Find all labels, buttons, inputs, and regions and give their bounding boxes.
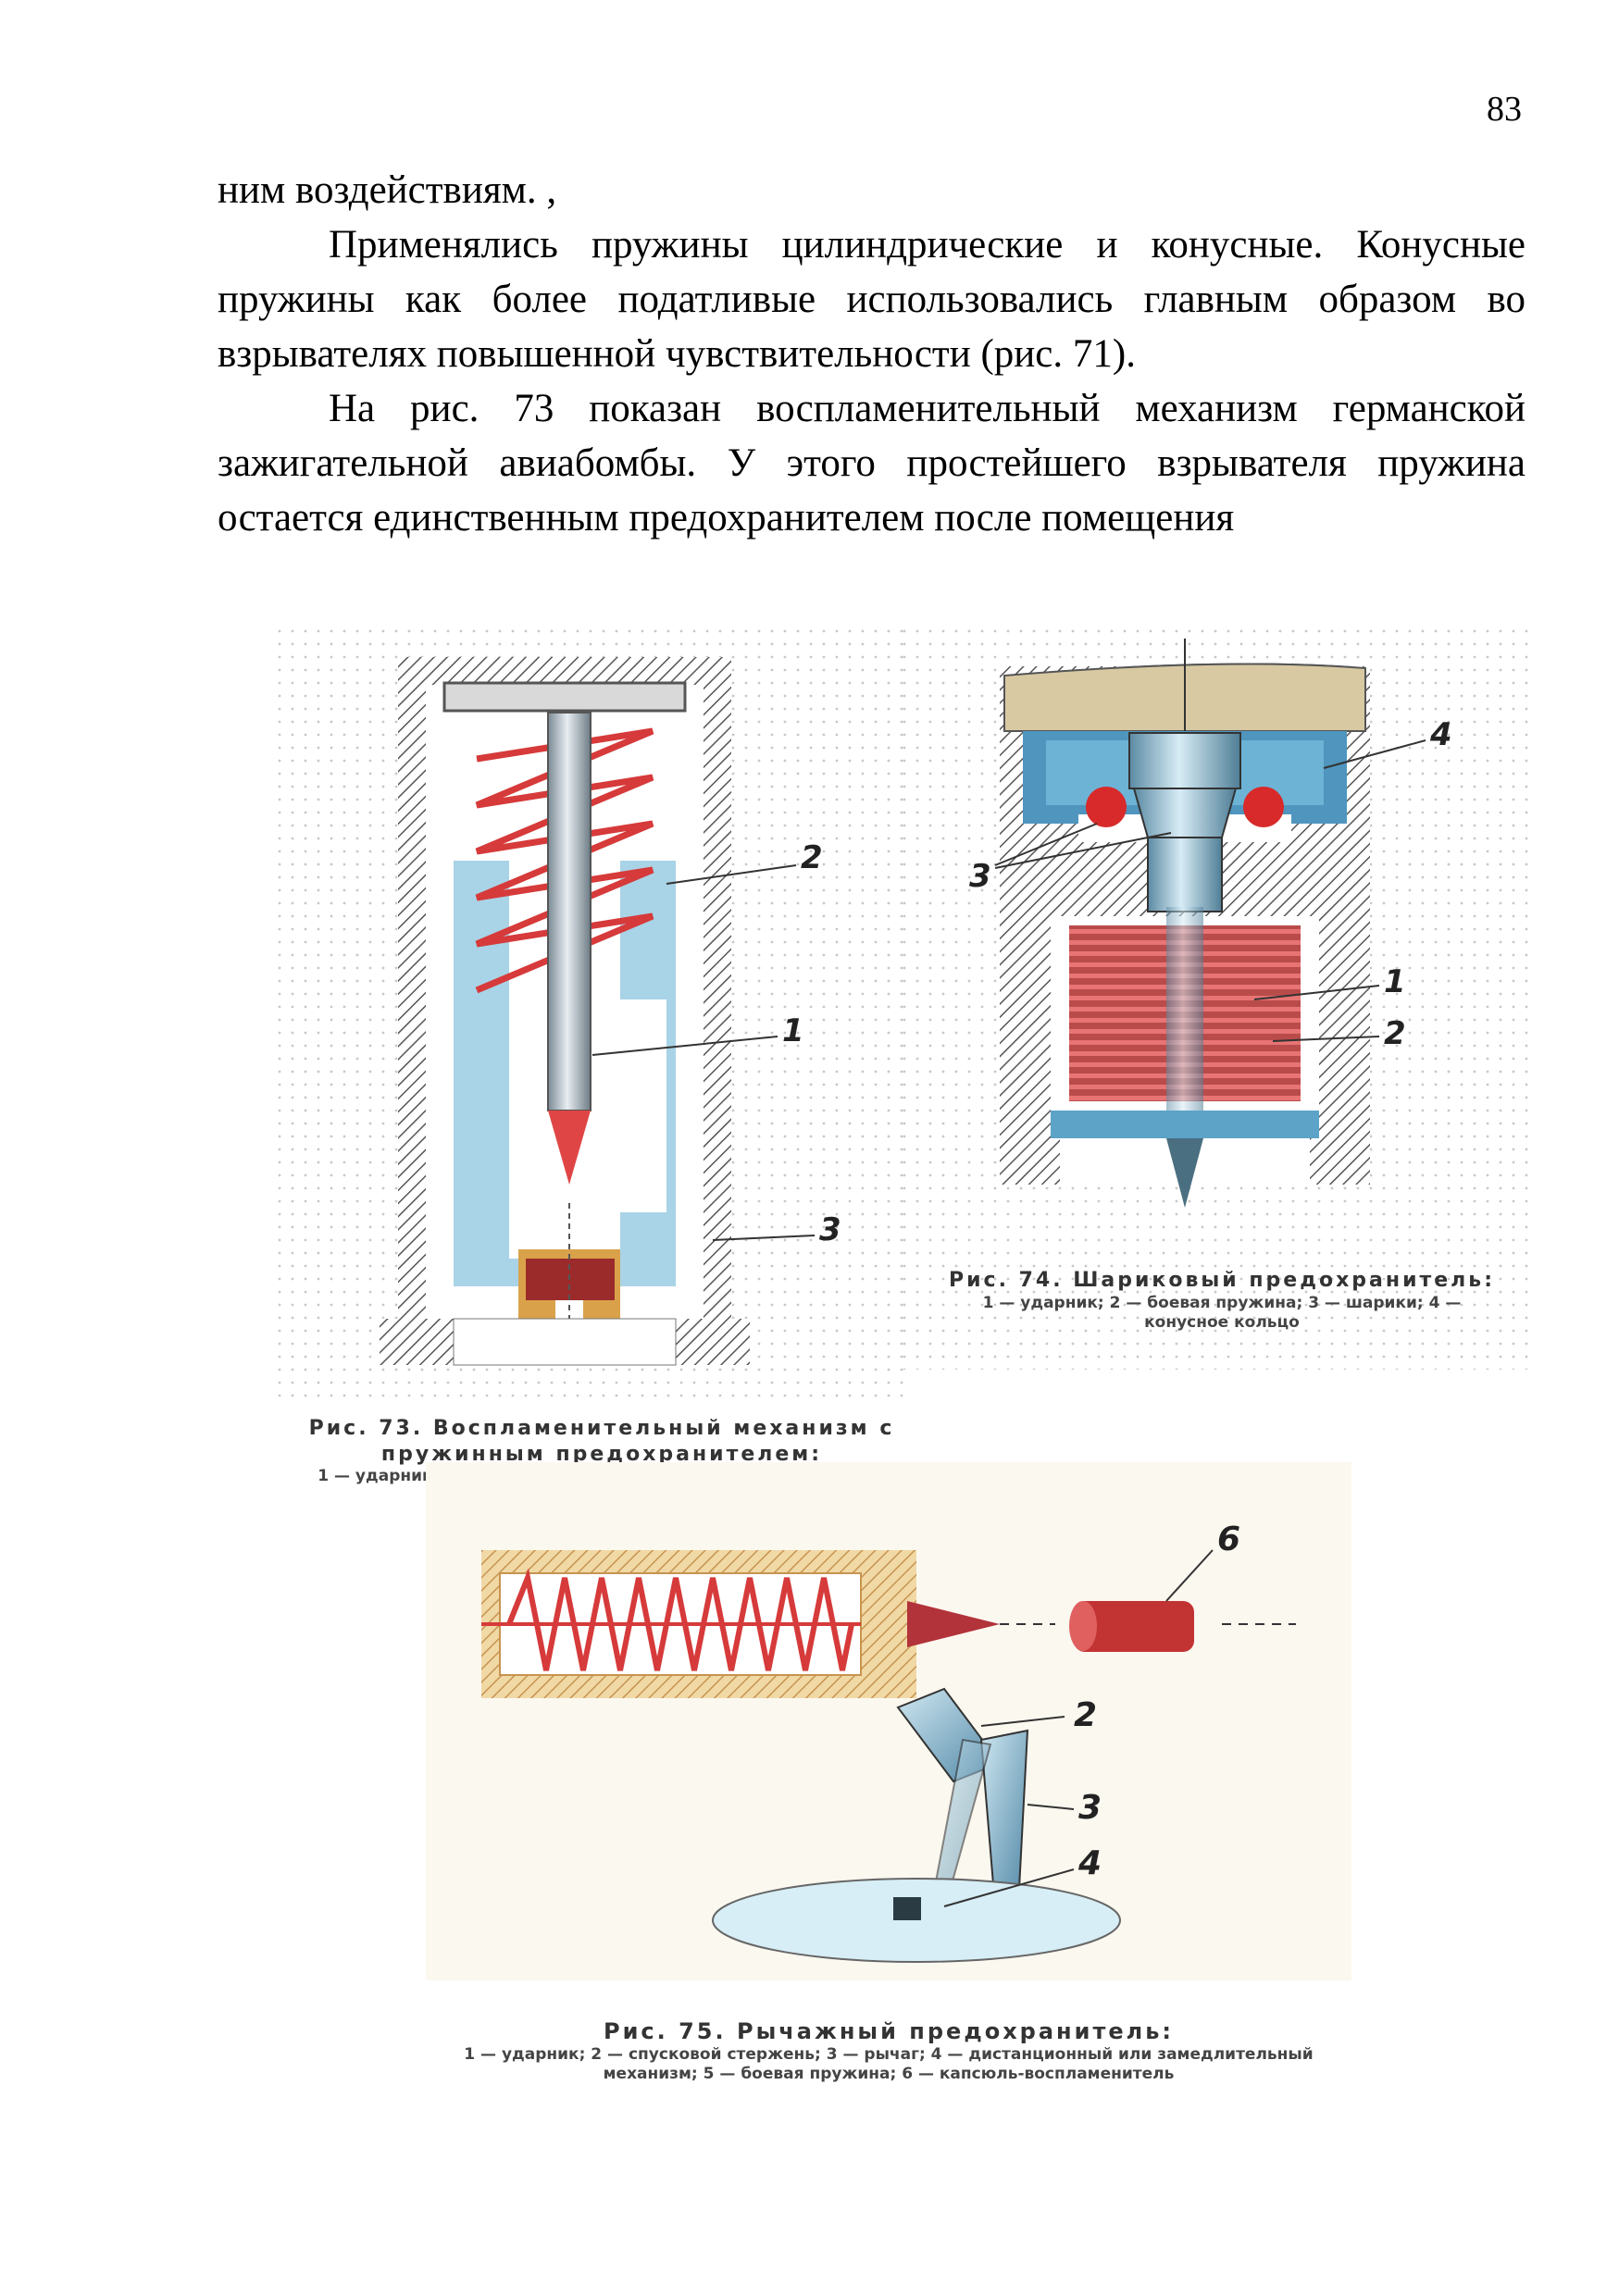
figure-74-drawing: 4 3 1 2 bbox=[903, 629, 1532, 1370]
fig73-label-1: 1 bbox=[782, 1012, 804, 1049]
figure-73-drawing: 2 1 3 bbox=[278, 629, 907, 1407]
figure-75-drawing: 6 2 3 4 bbox=[426, 1462, 1351, 1980]
body-text: ним воздействиям. , Применялись пружины … bbox=[218, 163, 1526, 545]
fig75-caption-legend: 1 — ударник; 2 — спусковой стержень; 3 —… bbox=[464, 2045, 1314, 2084]
fig73-label-2: 2 bbox=[801, 839, 823, 876]
figure-74-caption: Рис. 74. Шариковый предохранитель: 1 — у… bbox=[944, 1268, 1500, 1333]
fig73-caption-title: Рис. 73. Воспламенительный механизм с пр… bbox=[308, 1417, 895, 1466]
fig74-label-4: 4 bbox=[1429, 716, 1452, 753]
fig75-caption-title: Рис. 75. Рычажный предохранитель: bbox=[604, 2018, 1174, 2044]
fig75-label-4: 4 bbox=[1077, 1844, 1102, 1882]
fig75-label-3: 3 bbox=[1078, 1789, 1102, 1827]
fig73-label-3: 3 bbox=[819, 1211, 841, 1248]
fig74-label-1: 1 bbox=[1384, 963, 1406, 1000]
paragraph-2: Применялись пружины цилиндрические и кон… bbox=[218, 223, 1526, 376]
page-number: 83 bbox=[1487, 90, 1522, 129]
fig74-label-2: 2 bbox=[1384, 1015, 1406, 1052]
fig75-label-6: 6 bbox=[1217, 1520, 1240, 1558]
fig75-label-2: 2 bbox=[1074, 1696, 1097, 1734]
paragraph-3: На рис. 73 показан воспламенительный мех… bbox=[218, 387, 1526, 540]
fig74-label-3: 3 bbox=[969, 858, 991, 895]
figure-75-caption: Рис. 75. Рычажный предохранитель: 1 — уд… bbox=[426, 2017, 1351, 2085]
fig74-caption-title: Рис. 74. Шариковый предохранитель: bbox=[949, 1269, 1495, 1292]
fig74-caption-legend: 1 — ударник; 2 — боевая пружина; 3 — шар… bbox=[982, 1293, 1462, 1332]
paragraph-1: ним воздействиям. , bbox=[218, 168, 557, 212]
